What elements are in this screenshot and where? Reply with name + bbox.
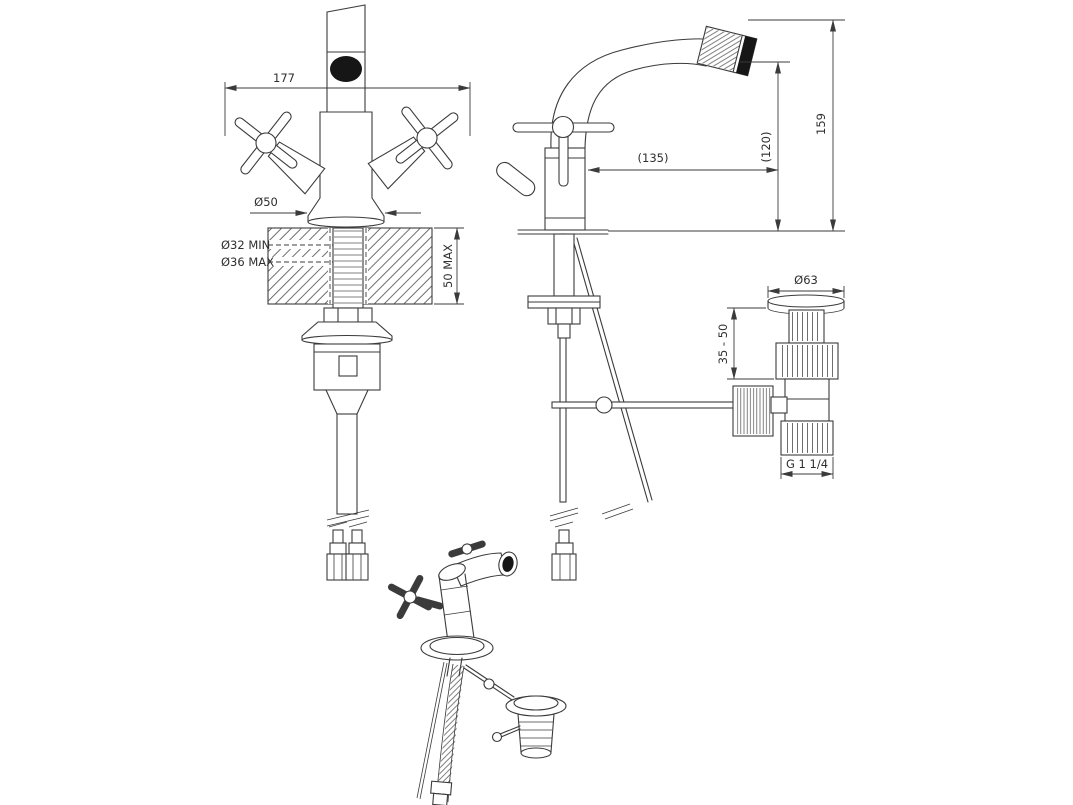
- perspective-popup-waste: [491, 695, 567, 759]
- perspective-faucet: [387, 540, 518, 677]
- dim-base-diameter: Ø50: [250, 195, 421, 216]
- thread-size-value: G 1 1/4: [786, 457, 828, 471]
- dim-hole-max: Ø36 MAX: [221, 255, 274, 269]
- side-view: [496, 25, 758, 581]
- threaded-shank: [323, 227, 373, 323]
- front-body: [307, 111, 385, 228]
- hole-min-value: Ø32 MIN: [221, 238, 270, 252]
- faucet-base: [307, 216, 385, 228]
- perspective-rear-handle: [448, 540, 486, 558]
- dim-spout-reach: (135): [587, 151, 779, 173]
- front-view: [234, 4, 459, 581]
- braided-hose: [416, 661, 465, 805]
- waste-lever-ball: [491, 731, 503, 743]
- perspective-spout-outlet: [502, 556, 514, 572]
- waste-body: [732, 309, 839, 456]
- spout-height-value: (120): [759, 132, 773, 163]
- mounting-deck-block: [267, 227, 433, 305]
- base-diameter-value: Ø50: [254, 195, 278, 209]
- front-supply-connectors: [326, 521, 369, 581]
- spout-outlet: [330, 56, 362, 82]
- deck-thickness-value: 50 MAX: [441, 244, 455, 288]
- mounting-range-value: 35 - 50: [716, 324, 730, 365]
- side-spout: [550, 25, 758, 149]
- dim-mounting-range: 35 - 50: [716, 307, 774, 380]
- dim-spout-height: (120): [740, 61, 790, 232]
- perspective-view: [387, 540, 567, 805]
- hole-max-value: Ø36 MAX: [221, 255, 274, 269]
- flange-diameter-value: Ø63: [794, 273, 818, 287]
- front-drain-assembly: [301, 321, 393, 527]
- perspective-linkage: [463, 664, 515, 701]
- side-second-handle: [496, 161, 536, 197]
- perspective-cross-handle: [387, 574, 433, 620]
- right-cross-handle: [367, 106, 459, 190]
- front-spout: [326, 4, 366, 119]
- hose-end-nut: [430, 780, 453, 805]
- dim-deck-thickness: 50 MAX: [434, 227, 464, 305]
- dim-overall-height: 159: [608, 19, 845, 232]
- popup-linkage-rods: [549, 233, 739, 522]
- dim-hole-min: Ø32 MIN: [221, 238, 270, 252]
- side-deck-line: [517, 229, 609, 235]
- spout-reach-value: (135): [638, 151, 669, 165]
- overall-height-value: 159: [814, 113, 828, 135]
- waste-detail-view: Ø63 35 - 50 G 1 1/4: [716, 273, 845, 479]
- side-body: [496, 115, 615, 231]
- left-cross-handle: [234, 111, 326, 195]
- linkage-ball-joint: [595, 396, 613, 414]
- overall-width-value: 177: [273, 71, 295, 85]
- dim-thread-size: G 1 1/4: [780, 457, 834, 479]
- dim-flange-diameter: Ø63: [767, 273, 845, 298]
- side-underdeck: [527, 233, 601, 339]
- sprayer-head: [696, 25, 758, 77]
- side-supply-connector: [551, 521, 577, 581]
